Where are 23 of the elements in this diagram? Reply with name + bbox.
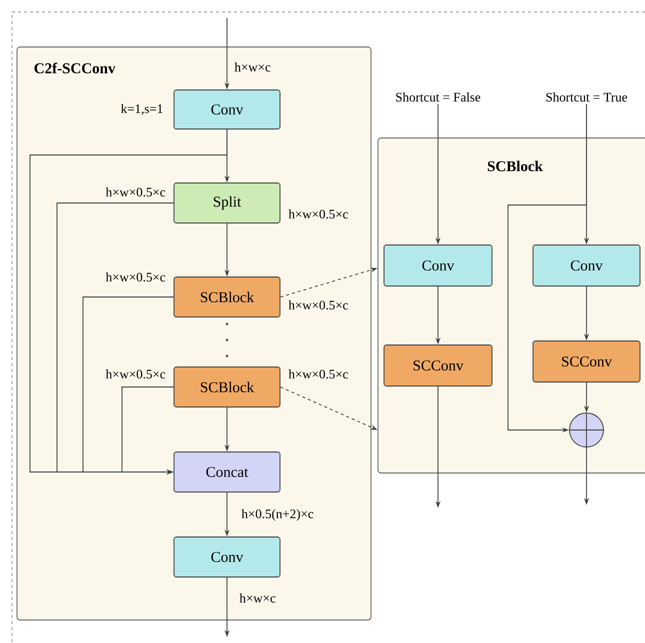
process-box: Conv (174, 536, 280, 578)
edge-label: h×w×c (234, 62, 270, 72)
process-box: Conv (384, 244, 492, 286)
edge-label: h×w×0.5×c (106, 272, 166, 282)
parameter-label: k=1,s=1 (121, 104, 162, 116)
edge-label: h×0.5(n+2)×c (242, 509, 314, 521)
process-box: Conv (174, 90, 280, 130)
process-box: Split (174, 182, 280, 224)
edge-label: h×w×c (240, 593, 276, 603)
edge-label: h×w×0.5×c (106, 187, 166, 197)
input-label: Shortcut = False (396, 92, 480, 102)
add-circle (568, 412, 604, 448)
edge-label: h×w×0.5×c (106, 369, 166, 379)
process-box: SCBlock (174, 276, 280, 318)
input-label: Shortcut = True (546, 92, 628, 102)
edge-label: h×w×0.5×c (288, 300, 348, 310)
edge-label: h×w×0.5×c (288, 209, 348, 219)
process-box: Conv (532, 244, 640, 286)
process-box: SCConv (384, 344, 492, 386)
process-box: SCBlock (174, 366, 280, 408)
process-box: Concat (174, 452, 280, 492)
edge-label: h×w×0.5×c (288, 369, 348, 379)
process-box: SCConv (532, 340, 640, 382)
